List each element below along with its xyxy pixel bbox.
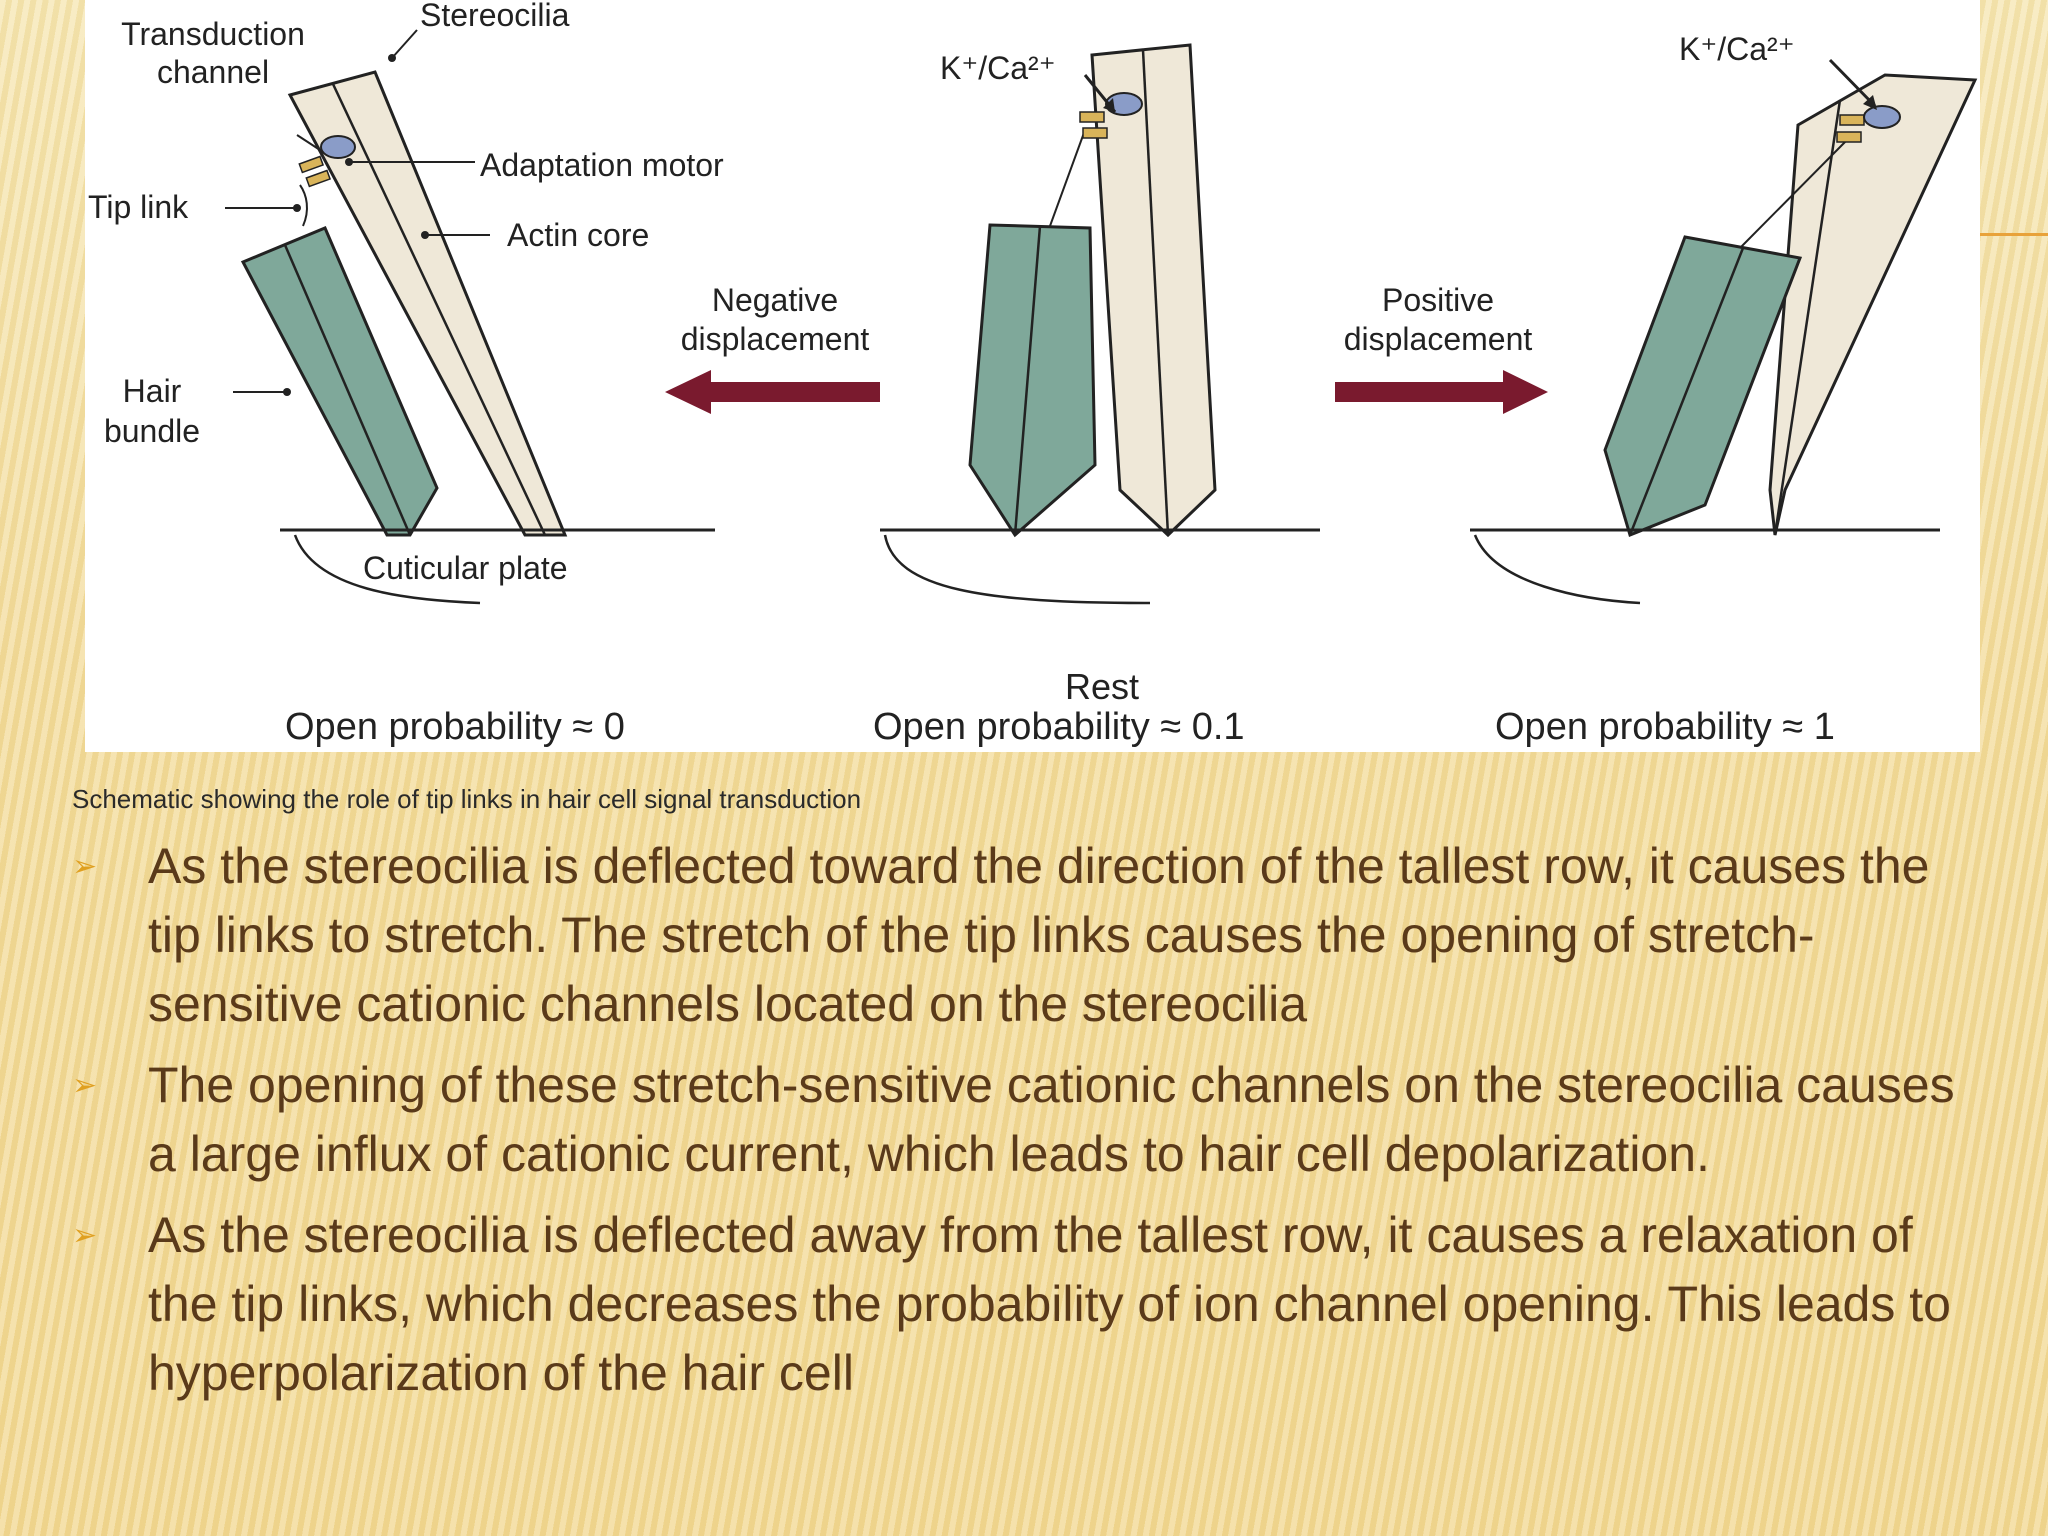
bullet-item: ➢ As the stereocilia is deflected away f… bbox=[72, 1201, 1972, 1408]
positive-displacement-label-1: Positive bbox=[1382, 282, 1494, 318]
stereocilia-label: Stereocilia bbox=[420, 0, 570, 33]
left-tall-stereocilium bbox=[287, 70, 568, 537]
hair-cell-figure: Transduction channel Stereocilia Adaptat… bbox=[85, 0, 1980, 752]
center-short-stereocilium bbox=[968, 223, 1097, 538]
accent-line bbox=[1980, 233, 2048, 236]
bullet-item: ➢ As the stereocilia is deflected toward… bbox=[72, 832, 1972, 1039]
ion-label-center: K⁺/Ca²⁺ bbox=[940, 50, 1056, 86]
left-short-stereocilium bbox=[240, 226, 439, 537]
negative-displacement-label-2: displacement bbox=[681, 321, 870, 357]
center-bundle: K⁺/Ca²⁺ Rest Open probability ≈ 0.1 bbox=[873, 43, 1320, 748]
positive-displacement-label-2: displacement bbox=[1344, 321, 1533, 357]
right-adaptation-motor bbox=[1863, 105, 1901, 129]
bullet-arrow-icon: ➢ bbox=[72, 850, 98, 883]
center-tall-stereocilium bbox=[1090, 43, 1217, 538]
bullet-text: As the stereocilia is deflected away fro… bbox=[148, 1207, 1951, 1401]
left-bundle: Transduction channel Stereocilia Adaptat… bbox=[88, 0, 724, 748]
figure-caption: Schematic showing the role of tip links … bbox=[72, 784, 862, 814]
transduction-channel-label-2: channel bbox=[157, 54, 269, 90]
negative-displacement-arrow bbox=[665, 370, 880, 414]
negative-displacement-label-1: Negative bbox=[712, 282, 838, 318]
actin-core-label: Actin core bbox=[507, 217, 649, 253]
transduction-channel-label-1: Transduction bbox=[121, 16, 305, 52]
negative-arrow-group: Negative displacement bbox=[665, 282, 880, 414]
center-adaptation-motor bbox=[1105, 92, 1143, 116]
center-tip-link bbox=[1049, 129, 1086, 227]
hair-bundle-label-2: bundle bbox=[104, 413, 200, 449]
adaptation-motor-label: Adaptation motor bbox=[480, 147, 724, 183]
cuticular-plate-label: Cuticular plate bbox=[363, 550, 568, 586]
bullet-arrow-icon: ➢ bbox=[72, 1219, 98, 1252]
hair-bundle-label-1: Hair bbox=[123, 373, 182, 409]
bullet-arrow-icon: ➢ bbox=[72, 1069, 98, 1102]
bullet-item: ➢ The opening of these stretch-sensitive… bbox=[72, 1051, 1972, 1189]
tip-link-label: Tip link bbox=[88, 189, 189, 225]
open-probability-center: Open probability ≈ 0.1 bbox=[873, 706, 1245, 748]
rest-label: Rest bbox=[1065, 666, 1139, 707]
bullet-list: ➢ As the stereocilia is deflected toward… bbox=[72, 832, 1972, 1420]
left-adaptation-motor bbox=[320, 135, 356, 159]
open-probability-right: Open probability ≈ 1 bbox=[1495, 706, 1835, 748]
positive-displacement-arrow bbox=[1335, 370, 1548, 414]
right-bundle: K⁺/Ca²⁺ Open probability ≈ 1 bbox=[1470, 31, 1978, 748]
ion-label-right: K⁺/Ca²⁺ bbox=[1679, 31, 1795, 67]
hair-cell-diagram: Transduction channel Stereocilia Adaptat… bbox=[88, 0, 1978, 748]
open-probability-left: Open probability ≈ 0 bbox=[285, 706, 625, 748]
bullet-text: The opening of these stretch-sensitive c… bbox=[148, 1057, 1955, 1182]
left-tip-link bbox=[299, 184, 308, 227]
right-tall-stereocilium bbox=[1768, 73, 1978, 536]
positive-arrow-group: Positive displacement bbox=[1335, 282, 1548, 414]
right-tip-link bbox=[1739, 139, 1848, 249]
bullet-text: As the stereocilia is deflected toward t… bbox=[148, 838, 1930, 1032]
right-short-stereocilium bbox=[1603, 235, 1803, 538]
